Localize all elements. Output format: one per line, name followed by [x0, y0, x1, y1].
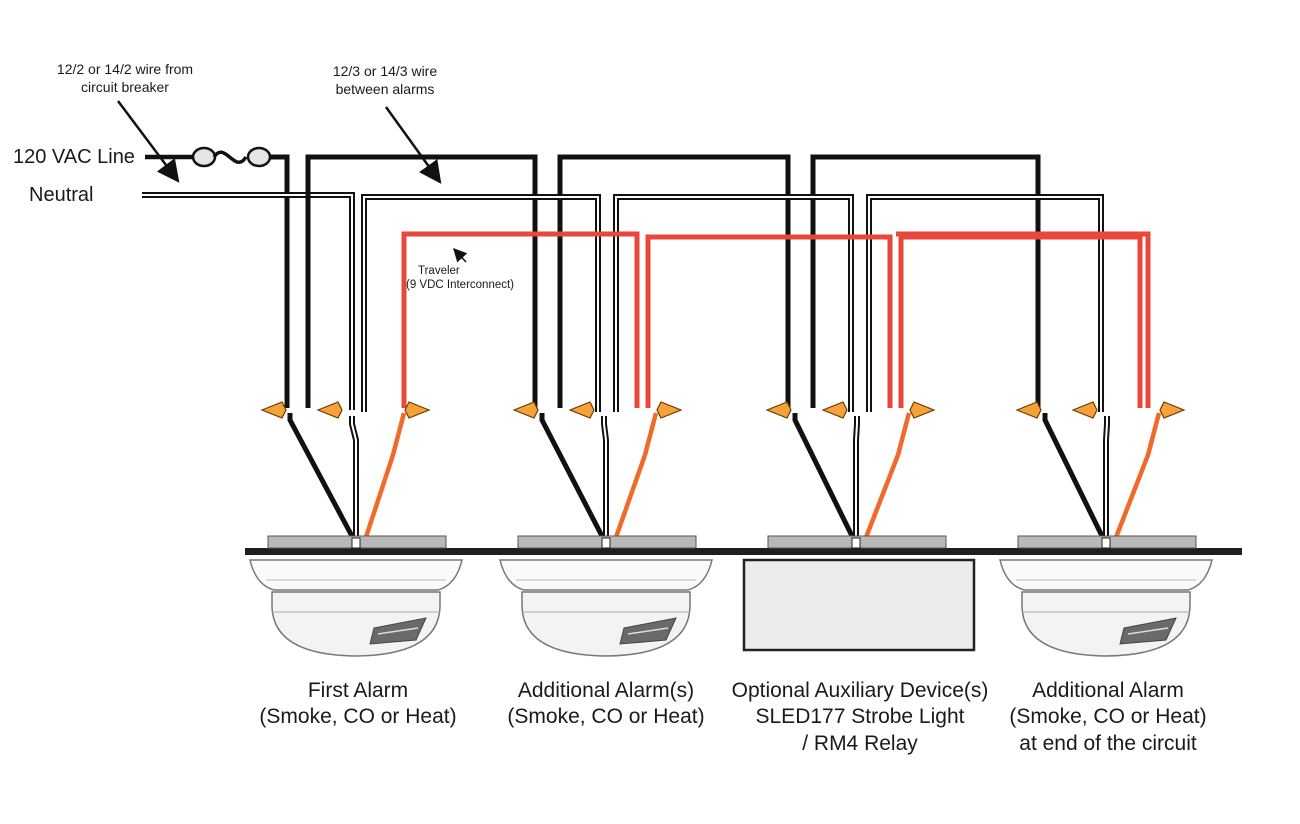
- wire-nut-icon: [568, 401, 595, 419]
- devices: [249, 535, 1213, 657]
- line-label: 120 VAC Line: [13, 146, 135, 168]
- neutral-feed-wire: [142, 192, 355, 410]
- traveler-cable-segment: [898, 234, 1143, 408]
- smoke-alarm-icon: [499, 559, 713, 657]
- wire-nut-icon: [1071, 401, 1098, 419]
- neutral-cable-segment: [361, 194, 601, 412]
- wire-nut-icon: [909, 401, 936, 419]
- wire-nut-icon: [512, 401, 539, 419]
- line-feed-wire: [145, 146, 290, 408]
- hot-lead: [287, 413, 356, 540]
- neutral-label: Neutral: [29, 184, 94, 206]
- neutral-cable-segment: [613, 194, 854, 412]
- wire-nut-icon: [260, 401, 287, 419]
- wire-nut-icon: [1015, 401, 1042, 419]
- interconnect-cables: [305, 154, 1151, 412]
- connector: [1101, 537, 1111, 549]
- hot-lead: [539, 413, 606, 540]
- wire-nut-icon: [656, 401, 683, 419]
- wire-nut-icon: [404, 401, 431, 419]
- ceiling-line: [245, 548, 1242, 555]
- traveler-lead: [862, 412, 912, 541]
- device-caption-auxiliary: Optional Auxiliary Device(s) SLED177 Str…: [731, 679, 989, 755]
- device-leads: [287, 412, 1162, 541]
- hot-lead: [792, 413, 856, 540]
- wire-nut-icon: [1159, 401, 1186, 419]
- feed-wire-arrow: [117, 100, 180, 183]
- device-caption-additional-alarms: Additional Alarm(s) (Smoke, CO or Heat): [507, 679, 705, 729]
- traveler-arrow: [453, 248, 468, 263]
- wire-nut-icon: [316, 401, 343, 419]
- hot-cable-segment: [810, 154, 1041, 408]
- smoke-alarm-icon: [999, 559, 1213, 657]
- between-wire-arrow: [384, 106, 442, 184]
- device-caption-first-alarm: First Alarm (Smoke, CO or Heat): [259, 679, 457, 729]
- wire-nut-icon: [765, 401, 792, 419]
- wire-nuts: [260, 401, 1186, 419]
- neutral-cable-segment: [866, 194, 1104, 412]
- device-caption-end-alarm: Additional Alarm (Smoke, CO or Heat) at …: [1009, 679, 1207, 755]
- hot-cable-segment: [557, 154, 791, 408]
- hot-lead: [1042, 413, 1106, 540]
- connector: [851, 537, 861, 549]
- traveler-cable-segment: [645, 234, 893, 408]
- traveler-cable-segment: [401, 231, 640, 408]
- connector: [351, 537, 361, 549]
- feed-wire-label: 12/2 or 14/2 wire from circuit breaker: [56, 61, 194, 95]
- traveler-lead: [362, 412, 407, 541]
- wire-nut-icon: [821, 401, 848, 419]
- connector: [601, 537, 611, 549]
- traveler-label: Traveler (9 VDC Interconnect): [406, 265, 515, 292]
- traveler-lead: [1112, 412, 1162, 541]
- smoke-alarm-icon: [249, 559, 463, 657]
- traveler-lead: [612, 412, 659, 541]
- auxiliary-device-icon: [742, 558, 976, 652]
- between-wire-label: 12/3 or 14/3 wire between alarms: [332, 63, 438, 97]
